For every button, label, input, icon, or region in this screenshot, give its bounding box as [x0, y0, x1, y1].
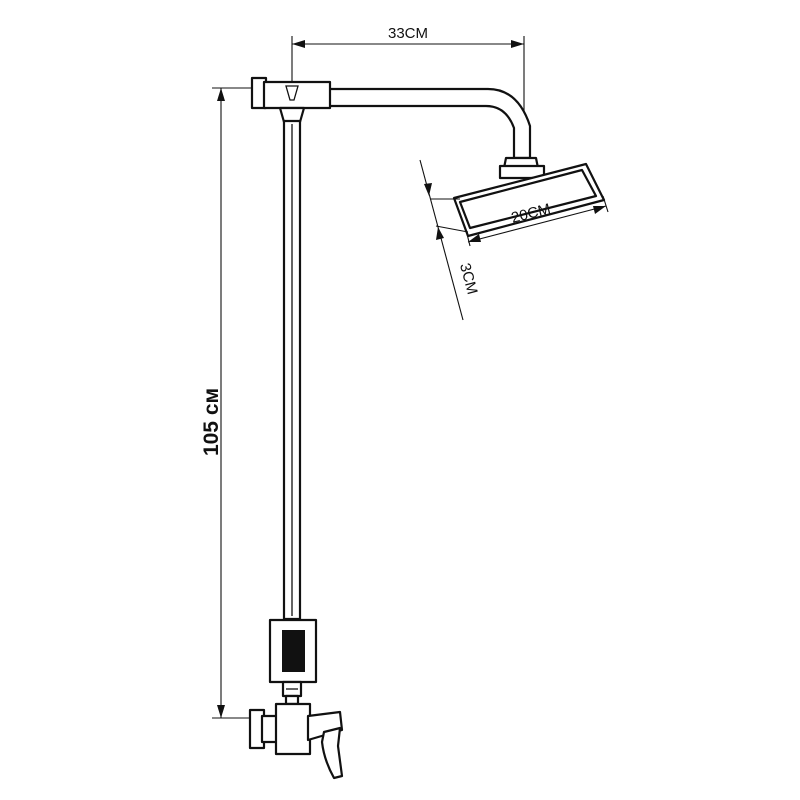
top-connector: [250, 76, 332, 124]
total-height-dimension: 105 см: [200, 87, 262, 719]
riser-pipe: [282, 119, 302, 621]
arm-length-label: 33CM: [388, 25, 428, 42]
lower-pipe: [281, 680, 303, 706]
mixer-handle: [320, 726, 344, 780]
mixer-valve: [248, 702, 344, 756]
shower-arm: [324, 87, 546, 180]
control-box: [268, 618, 318, 684]
head-thickness-label: 3CM: [456, 261, 481, 296]
total-height-label: 105 см: [200, 388, 223, 456]
arm-length-dimension: 33CM: [291, 25, 525, 112]
shower-head: [452, 162, 606, 238]
